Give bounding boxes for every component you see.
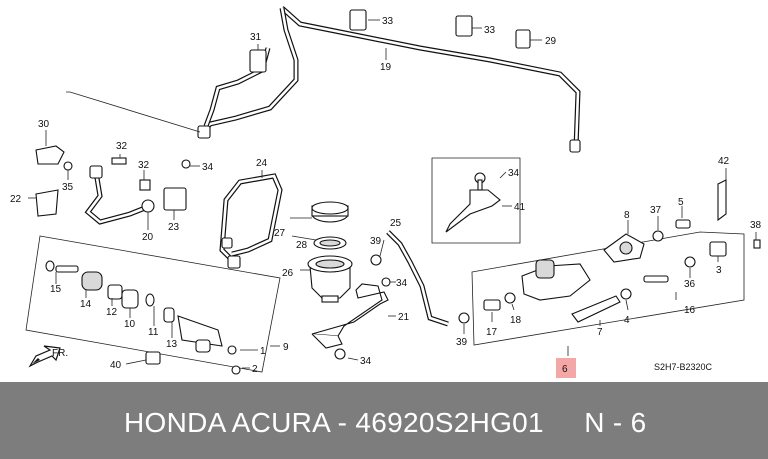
label-27: 27: [274, 228, 286, 239]
part-number-caption: HONDA ACURA - 46920S2HG01 N - 6: [124, 407, 647, 438]
label-7: 7: [597, 327, 603, 338]
front-marker: FR.: [52, 348, 68, 359]
leader-lines: [28, 19, 757, 369]
reservoir-hose: [386, 230, 449, 327]
label-17: 17: [486, 327, 498, 338]
label-16: 16: [684, 305, 696, 316]
bracket-frame: [431, 157, 521, 244]
label-14: 14: [80, 299, 92, 310]
label-34b: 34: [508, 168, 520, 179]
part-labels: 1 2 3 4 5 6 7 8 9 10 11 12 13 14 15 16 1…: [10, 16, 762, 375]
left-assembly-frame: [25, 235, 281, 373]
label-36: 36: [684, 279, 696, 290]
label-11: 11: [148, 327, 159, 338]
label-9: 9: [283, 342, 289, 353]
label-35: 35: [62, 182, 74, 193]
label-34c: 34: [396, 278, 408, 289]
clutch-pipe: [197, 6, 581, 153]
label-40: 40: [110, 360, 122, 371]
label-39b: 39: [456, 337, 468, 348]
label-10: 10: [124, 319, 136, 330]
highlight-marker: [556, 358, 576, 378]
label-24: 24: [256, 158, 268, 169]
label-28: 28: [296, 240, 308, 251]
label-13: 13: [166, 339, 178, 350]
label-29: 29: [545, 36, 557, 47]
clutch-master-cylinder: [483, 219, 761, 323]
label-32a: 32: [116, 141, 128, 152]
label-39a: 39: [370, 236, 382, 247]
label-18: 18: [510, 315, 522, 326]
label-26: 26: [282, 268, 294, 279]
label-19: 19: [380, 62, 392, 73]
label-31: 31: [250, 32, 262, 43]
clutch-hose-loop: [219, 173, 283, 269]
reservoir-bracket: [311, 283, 389, 349]
label-8: 8: [624, 210, 630, 221]
label-33b: 33: [484, 25, 496, 36]
front-arrow-icon: [28, 345, 61, 368]
label-37: 37: [650, 205, 662, 216]
label-38: 38: [750, 220, 762, 231]
label-34a: 34: [202, 162, 214, 173]
label-1: 1: [260, 346, 266, 357]
label-30: 30: [38, 119, 50, 130]
label-2: 2: [252, 364, 258, 375]
label-15: 15: [50, 284, 62, 295]
fasteners: [35, 9, 727, 365]
mount-bracket: [445, 172, 501, 233]
diagram-code: S2H7-B2320C: [654, 362, 713, 372]
reservoir: [307, 201, 353, 303]
parts-diagram: FR. 1 2 3 4 5 6 7 8 9 10 11 12 13 14 15 …: [10, 6, 762, 378]
label-34d: 34: [360, 356, 372, 367]
label-32b: 32: [138, 160, 150, 171]
label-25: 25: [390, 218, 402, 229]
label-12: 12: [106, 307, 118, 318]
label-33a: 33: [382, 16, 394, 27]
label-4: 4: [624, 315, 630, 326]
label-22: 22: [10, 194, 22, 205]
footer-bar: HONDA ACURA - 46920S2HG01 N - 6: [0, 382, 768, 459]
label-41: 41: [514, 202, 526, 213]
label-21: 21: [398, 312, 410, 323]
label-20: 20: [142, 232, 154, 243]
label-5: 5: [678, 197, 684, 208]
clutch-slave-cylinder: [45, 260, 241, 375]
label-42: 42: [718, 156, 730, 167]
label-23: 23: [168, 222, 180, 233]
label-6: 6: [562, 364, 568, 375]
label-3: 3: [716, 265, 722, 276]
